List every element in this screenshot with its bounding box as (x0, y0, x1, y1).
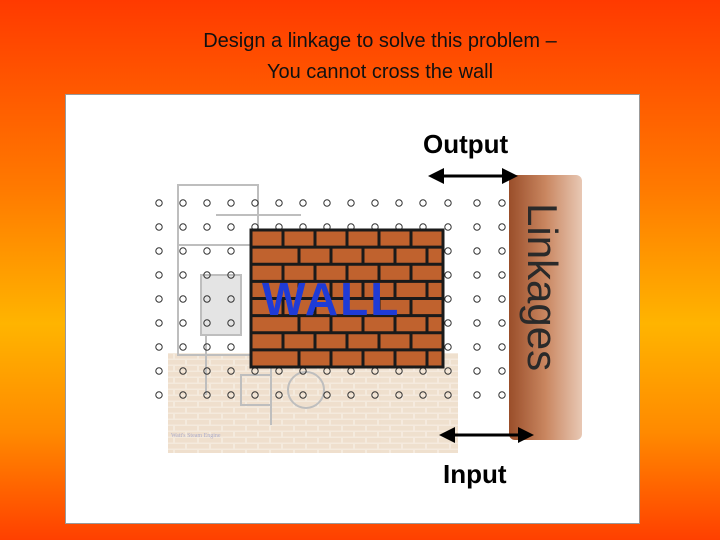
grid-hole (227, 199, 235, 207)
grid-hole (203, 271, 211, 279)
grid-hole (155, 271, 163, 279)
diagram-panel: Watt's Steam Engine Linkages WALL Output (65, 94, 640, 524)
grid-hole (444, 199, 452, 207)
wall-label: WALL (262, 273, 400, 325)
grid-hole (203, 343, 211, 351)
grid-hole (179, 319, 187, 327)
grid-hole (203, 367, 211, 375)
sidebar-background (509, 175, 582, 440)
grid-hole (227, 295, 235, 303)
grid-hole (419, 199, 427, 207)
grid-hole (179, 223, 187, 231)
grid-hole (179, 295, 187, 303)
grid-hole (444, 319, 452, 327)
grid-hole (275, 199, 283, 207)
grid-hole (347, 199, 355, 207)
wall-border (249, 228, 445, 369)
grid-hole (371, 391, 379, 399)
sidebar-label: Linkages (519, 203, 566, 371)
grid-hole (179, 271, 187, 279)
grid-hole (498, 199, 506, 207)
engine-caption: Watt's Steam Engine (171, 433, 221, 439)
grid-hole (444, 247, 452, 255)
grid-hole (498, 247, 506, 255)
grid-hole (395, 199, 403, 207)
grid-hole (444, 343, 452, 351)
grid-hole (473, 247, 481, 255)
grid-hole (155, 247, 163, 255)
grid-hole (444, 367, 452, 375)
grid-hole (155, 295, 163, 303)
grid-hole (498, 271, 506, 279)
output-label: Output (423, 129, 509, 159)
grid-hole (473, 391, 481, 399)
title-line-2: You cannot cross the wall (266, 61, 494, 83)
grid-hole (347, 391, 355, 399)
grid-hole (275, 391, 283, 399)
grid-hole (498, 367, 506, 375)
title-line-1: Design a linkage to solve this problem – (203, 30, 557, 52)
grid-hole (498, 319, 506, 327)
grid-hole (444, 223, 452, 231)
grid-hole (179, 343, 187, 351)
wall-mortar (251, 230, 443, 367)
grid-hole (179, 367, 187, 375)
engine-brick-base (168, 353, 458, 453)
grid-hole (299, 391, 307, 399)
grid-hole (323, 391, 331, 399)
grid-hole (179, 247, 187, 255)
grid-hole (227, 223, 235, 231)
diagram-canvas: Watt's Steam Engine Linkages WALL Output (155, 129, 582, 489)
wall: WALL (249, 228, 445, 369)
grid-hole (444, 271, 452, 279)
grid-hole (473, 343, 481, 351)
grid-hole (203, 247, 211, 255)
slide-title: Design a linkage to solve this problem –… (100, 26, 660, 88)
input-arrow (439, 427, 534, 443)
grid-hole (444, 391, 452, 399)
grid-hole (227, 367, 235, 375)
grid-hole (473, 319, 481, 327)
grid-hole (251, 391, 259, 399)
grid-hole (419, 391, 427, 399)
grid-hole (473, 271, 481, 279)
grid-hole (155, 319, 163, 327)
linkages-sidebar: Linkages (509, 175, 582, 440)
grid-hole (498, 295, 506, 303)
grid-hole (203, 199, 211, 207)
grid-hole (227, 247, 235, 255)
grid-hole (473, 295, 481, 303)
grid-hole (227, 319, 235, 327)
grid-hole (203, 391, 211, 399)
grid-hole (203, 295, 211, 303)
grid-hole (444, 295, 452, 303)
grid-hole (227, 271, 235, 279)
grid-hole (155, 199, 163, 207)
grid-hole (498, 223, 506, 231)
grid-hole (473, 199, 481, 207)
grid-hole (251, 199, 259, 207)
grid-hole (473, 223, 481, 231)
grid-hole (299, 199, 307, 207)
grid-hole (371, 199, 379, 207)
grid-hole (498, 343, 506, 351)
grid-hole (203, 319, 211, 327)
grid-hole (179, 199, 187, 207)
output-arrow (428, 168, 518, 184)
grid-hole (473, 367, 481, 375)
grid-hole (155, 391, 163, 399)
grid-hole (227, 343, 235, 351)
grid-hole (227, 391, 235, 399)
input-label: Input (443, 459, 507, 489)
grid-hole (203, 223, 211, 231)
grid-hole (155, 367, 163, 375)
grid-hole (395, 391, 403, 399)
grid-hole (498, 391, 506, 399)
grid-hole (179, 391, 187, 399)
grid-hole (155, 343, 163, 351)
grid-hole (323, 199, 331, 207)
grid-hole (155, 223, 163, 231)
